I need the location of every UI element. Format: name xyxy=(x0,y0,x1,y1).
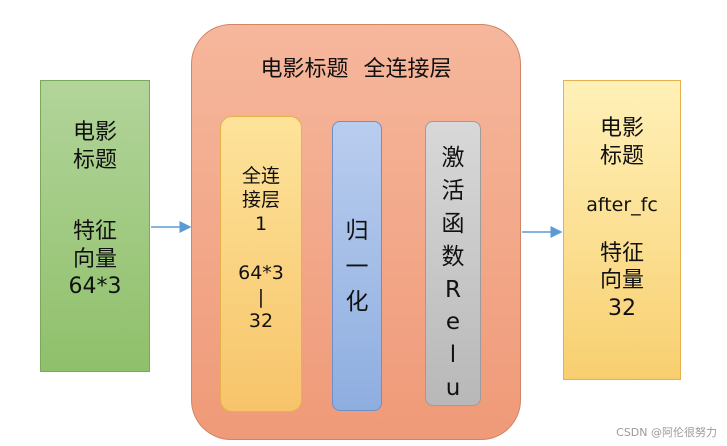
norm-line-2: 一 xyxy=(345,253,369,280)
fc-shape-line-2: | xyxy=(257,286,265,308)
input-name-line-2: 标题 xyxy=(72,147,117,173)
activation-line-3: 函 xyxy=(441,210,465,237)
activation-line-7: l xyxy=(449,342,457,369)
fc-label-line-2: 接层 xyxy=(241,188,280,211)
output-feature-line-2: 向量 xyxy=(599,268,644,294)
input-feature-line-2: 向量 xyxy=(72,246,117,272)
output-name-line-1: 电影 xyxy=(599,116,644,141)
input-name-line-1: 电影 xyxy=(72,120,117,145)
output-feature-block: 电影 标题 after_fc 特征 向量 32 xyxy=(563,80,681,380)
output-name-line-2: 标题 xyxy=(599,143,644,169)
input-feature-line-1: 特征 xyxy=(72,219,117,244)
activation-line-4: 数 xyxy=(441,243,465,270)
norm-line-1: 归 xyxy=(345,218,369,244)
output-feature-line-3: 32 xyxy=(608,295,636,321)
fc-shape-line-1: 64*3 xyxy=(238,262,284,285)
output-tag: after_fc xyxy=(586,194,658,216)
fc-layer-block: 电影标题 全连接层 全连 接层 1 64*3 | 32 归 一 化 激 活 函 … xyxy=(191,24,521,440)
input-feature-line-3: 64*3 xyxy=(68,274,122,299)
activation-layer: 激 活 函 数 R e l u xyxy=(425,121,481,406)
normalization-layer: 归 一 化 xyxy=(332,121,382,411)
fc-label-line-1: 全连 xyxy=(241,165,280,187)
input-feature-block: 电影 标题 特征 向量 64*3 xyxy=(40,80,150,372)
activation-line-2: 活 xyxy=(441,177,465,204)
fc-block-title: 电影标题 全连接层 xyxy=(260,57,452,82)
output-feature-line-1: 特征 xyxy=(599,240,644,266)
fc-label-line-3: 1 xyxy=(254,212,268,235)
watermark: CSDN @阿伦很努力 xyxy=(616,426,717,439)
activation-line-8: u xyxy=(445,375,461,402)
fully-connected-layer: 全连 接层 1 64*3 | 32 xyxy=(220,116,302,412)
activation-line-6: e xyxy=(445,309,461,336)
norm-line-3: 化 xyxy=(345,289,369,316)
fc-shape-line-3: 32 xyxy=(248,309,274,332)
activation-line-5: R xyxy=(445,276,461,303)
activation-line-1: 激 xyxy=(441,145,465,171)
